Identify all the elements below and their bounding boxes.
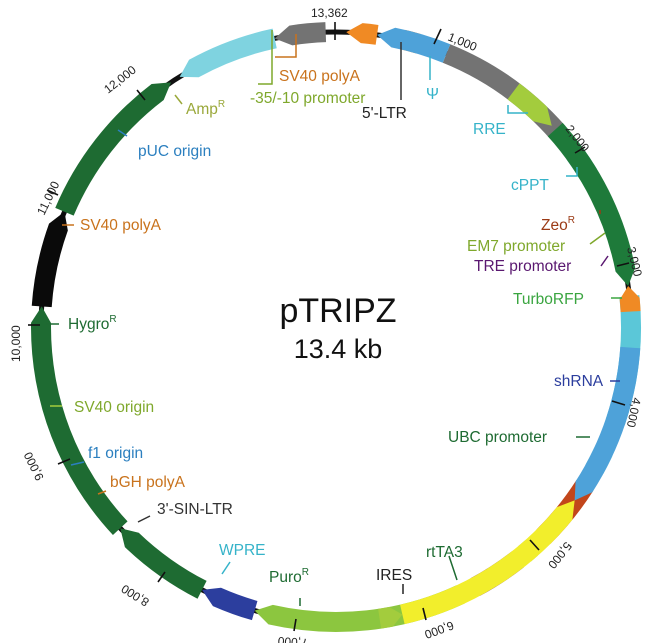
label-em7-promoter: EM7 promoter: [467, 238, 565, 255]
label-ampr: AmpR: [186, 99, 225, 118]
label-sv40-polya-top: SV40 polyA: [279, 68, 361, 85]
label-f1-origin: f1 origin: [88, 445, 143, 462]
label-sv40-origin: SV40 origin: [74, 399, 154, 416]
tick-label-6000: 6,000: [422, 618, 455, 642]
feature-arc-hygro: [547, 122, 636, 286]
feature-arc-promoter-35: [378, 606, 403, 629]
label-hygro: HygroR: [68, 314, 117, 333]
feature-arc-ires: [31, 211, 68, 308]
label-shrna: shRNA: [554, 373, 604, 390]
feature-arc-shrna: [202, 587, 258, 621]
feature-arc-wpre: [179, 28, 277, 78]
feature-arc-ubc: [120, 528, 207, 599]
tick-label-11000: 11,000: [34, 179, 62, 218]
feature-arc-ampr: [400, 500, 575, 625]
tick-label-4000: 4,000: [624, 396, 644, 429]
feature-arc-bgh: [346, 23, 379, 45]
feature-arcs: [31, 22, 641, 632]
label-bgh-polya: bGH polyA: [110, 474, 186, 491]
label-psi: Ψ: [426, 86, 439, 103]
label-5-ltr: 5'-LTR: [362, 105, 407, 122]
label-3-sin-ltr: 3'-SIN-LTR: [157, 501, 233, 518]
tick-label-9000: 9,000: [21, 449, 47, 482]
feature-arc-ltr-3: [274, 22, 327, 46]
tick-label-13362: 13,362: [311, 6, 348, 20]
label-tre-promoter: TRE promoter: [474, 258, 571, 275]
label-wpre: WPRE: [219, 542, 266, 559]
label-ires: IRES: [376, 567, 412, 584]
feature-arc-puro: [55, 82, 172, 216]
label-turborfp: TurboRFP: [513, 291, 584, 308]
label-rre: RRE: [473, 121, 506, 138]
tick-label-8000: 8,000: [118, 581, 151, 609]
feature-arc-rtta3: [31, 306, 128, 536]
label-rtta3: rtTA3: [426, 544, 463, 561]
label-35-10-promoter: -35/-10 promoter: [250, 90, 365, 107]
label-puro: PuroR: [269, 567, 309, 586]
tick-marks: [28, 22, 630, 632]
plasmid-name: pTRIPZ: [279, 292, 396, 330]
label-cppt: cPPT: [511, 177, 549, 194]
label-sv40-polya-left: SV40 polyA: [80, 217, 162, 234]
tick-label-7000: 7,000: [277, 634, 308, 643]
label-puc-origin: pUC origin: [138, 143, 211, 160]
feature-arc-puc: [574, 346, 641, 501]
leader-lines: [46, 30, 622, 606]
tick-label-12000: 12,000: [101, 63, 139, 97]
feature-arc-sv40-polya-left: [619, 285, 641, 313]
label-ubc-promoter: UBC promoter: [448, 429, 547, 446]
plasmid-size: 13.4 kb: [294, 334, 383, 364]
label-zeo: ZeoR: [541, 215, 575, 234]
feature-arc-f1: [377, 27, 451, 63]
feature-arc-sv40-origin: [507, 83, 552, 126]
tick-label-10000: 10,000: [9, 325, 23, 362]
